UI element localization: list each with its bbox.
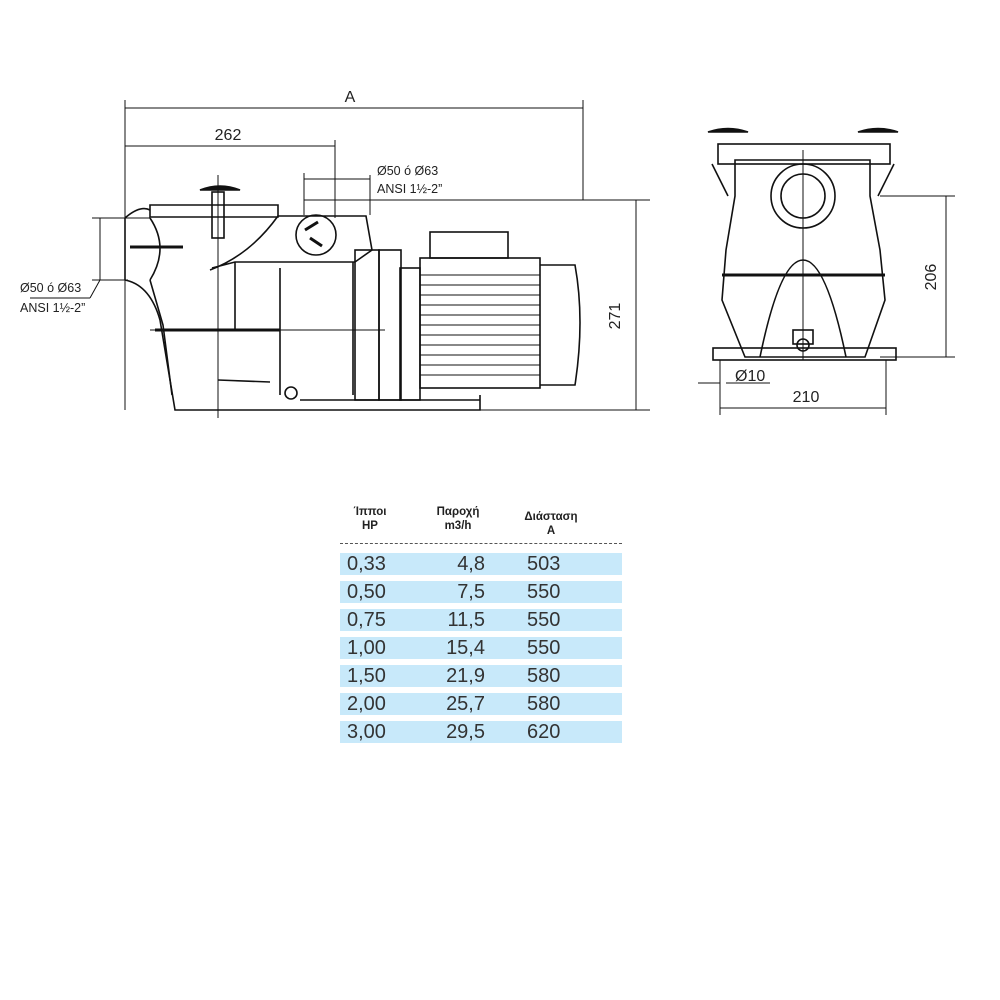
dimension-labels: A 262 Ø50 ó Ø63 ANSI 1½-2” Ø50 ó Ø63 ANS… bbox=[20, 89, 940, 406]
cell-hp: 2,00 bbox=[347, 693, 386, 715]
outlet-ansi-label: ANSI 1½-2” bbox=[377, 182, 442, 196]
cell-dimension: 550 bbox=[527, 609, 561, 631]
side-view bbox=[30, 100, 650, 418]
table-row: 0,50 7,5 550 bbox=[340, 581, 622, 603]
cell-dimension: 550 bbox=[527, 581, 561, 603]
cell-dimension: 550 bbox=[527, 637, 561, 659]
cell-dimension: 503 bbox=[527, 553, 561, 575]
dim-hole-label: Ø10 bbox=[735, 368, 765, 385]
table-row: 0,75 11,5 550 bbox=[340, 609, 622, 631]
outlet-size-label: Ø50 ó Ø63 bbox=[377, 164, 438, 178]
header-hp-line1: Ίπποι bbox=[353, 506, 387, 518]
cell-flow: 15,4 bbox=[446, 637, 485, 659]
cell-flow: 7,5 bbox=[457, 581, 485, 603]
front-view bbox=[698, 127, 955, 415]
inlet-size-label: Ø50 ó Ø63 bbox=[20, 281, 81, 295]
cell-dimension: 620 bbox=[527, 721, 561, 743]
table-row: 3,00 29,5 620 bbox=[340, 721, 622, 743]
front-dimension-lines bbox=[698, 150, 955, 415]
header-dim-line2: A bbox=[546, 525, 556, 537]
dim-206-label: 206 bbox=[923, 264, 940, 291]
header-flow-line1: Παροχή bbox=[436, 506, 480, 518]
dim-262-label: 262 bbox=[215, 127, 242, 144]
table-row: 0,33 4,8 503 bbox=[340, 553, 622, 575]
table-row: 2,00 25,7 580 bbox=[340, 693, 622, 715]
cell-hp: 1,00 bbox=[347, 637, 386, 659]
cell-hp: 0,33 bbox=[347, 553, 386, 575]
cell-flow: 11,5 bbox=[447, 609, 485, 631]
cell-dimension: 580 bbox=[527, 693, 561, 715]
dim-a-label: A bbox=[345, 89, 356, 106]
header-divider bbox=[340, 543, 622, 544]
cell-flow: 25,7 bbox=[446, 693, 485, 715]
header-dim-line1: Διάσταση bbox=[524, 511, 578, 523]
header-hp-line2: HP bbox=[362, 520, 378, 532]
pump-technical-drawing: A 262 Ø50 ó Ø63 ANSI 1½-2” Ø50 ó Ø63 ANS… bbox=[20, 89, 955, 418]
table-row: 1,00 15,4 550 bbox=[340, 637, 622, 659]
cell-flow: 29,5 bbox=[446, 721, 485, 743]
dim-271-label: 271 bbox=[607, 303, 624, 330]
cell-dimension: 580 bbox=[527, 665, 561, 687]
cell-hp: 0,75 bbox=[347, 609, 386, 631]
cell-flow: 4,8 bbox=[457, 553, 485, 575]
inlet-ansi-label: ANSI 1½-2” bbox=[20, 301, 85, 315]
dim-210-label: 210 bbox=[793, 389, 820, 406]
cell-hp: 3,00 bbox=[347, 721, 386, 743]
cell-hp: 0,50 bbox=[347, 581, 386, 603]
cell-flow: 21,9 bbox=[446, 665, 485, 687]
cell-hp: 1,50 bbox=[347, 665, 386, 687]
table-row: 1,50 21,9 580 bbox=[340, 665, 622, 687]
dimension-lines bbox=[30, 100, 650, 418]
header-flow-line2: m3/h bbox=[444, 520, 472, 532]
